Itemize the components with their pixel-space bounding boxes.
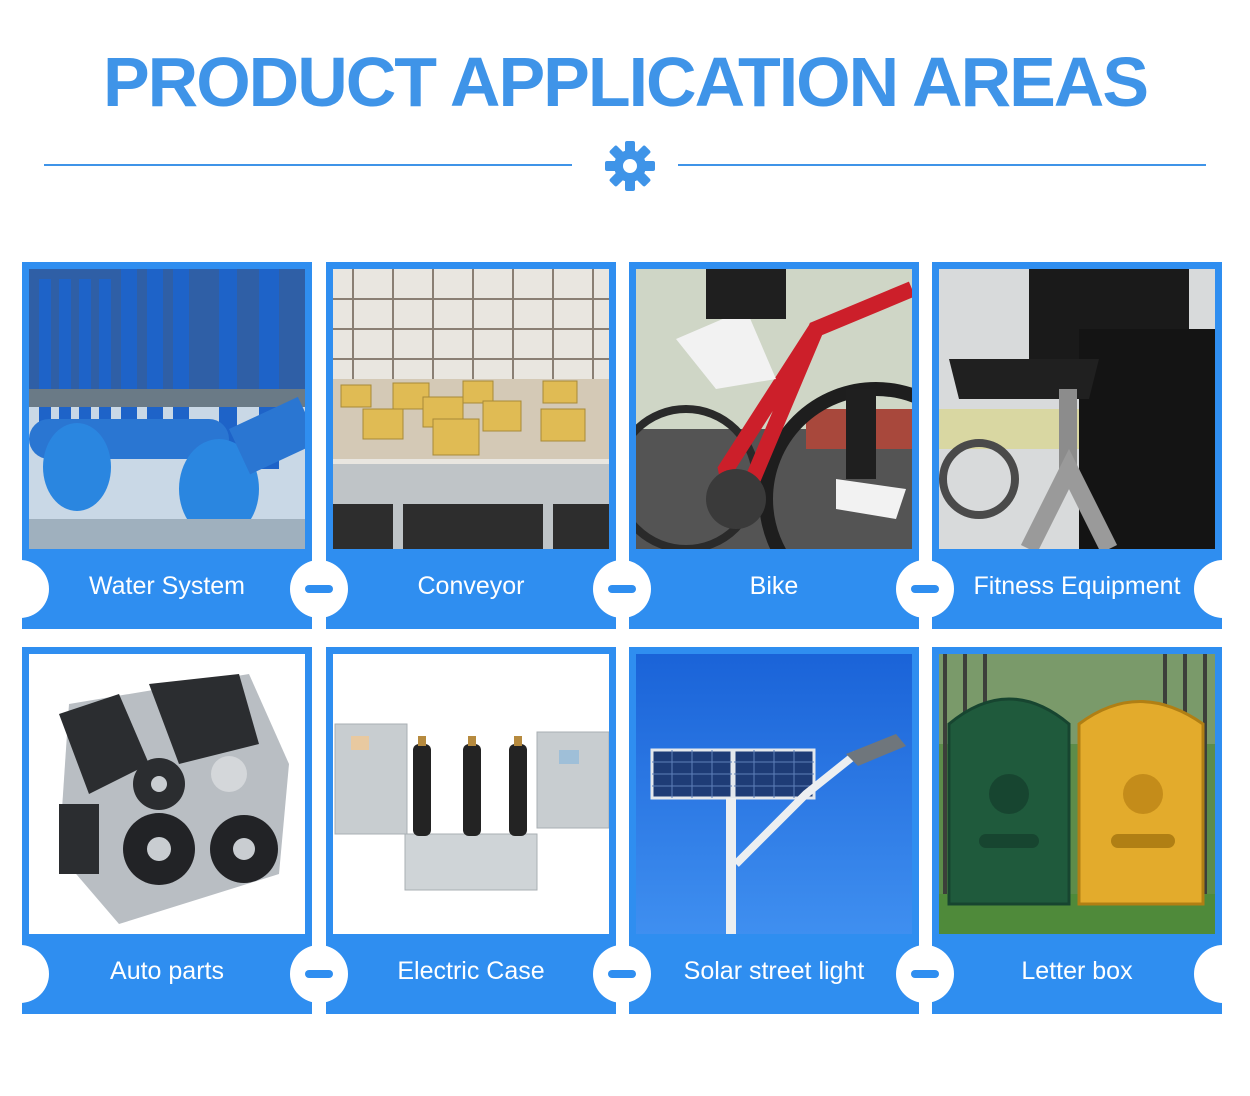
notch <box>1194 945 1250 1003</box>
card-auto-parts[interactable]: Auto parts <box>22 647 312 1014</box>
connector-notch <box>593 945 651 1003</box>
card-bike[interactable]: Bike <box>629 262 919 629</box>
gear-icon <box>605 141 655 191</box>
card-label: Electric Case <box>397 957 545 985</box>
notch <box>0 945 49 1003</box>
notch <box>0 560 49 618</box>
connector-notch <box>290 945 348 1003</box>
connector-dash <box>305 585 333 593</box>
card-label: Bike <box>749 572 799 600</box>
connector-dash <box>305 970 333 978</box>
card-fitness-equipment[interactable]: Fitness Equipment <box>932 262 1222 629</box>
card-conveyor[interactable]: Conveyor <box>326 262 616 629</box>
engine-photo <box>29 654 305 934</box>
card-label: Auto parts <box>110 957 224 985</box>
solar-street-light-photo <box>636 654 912 934</box>
connector-notch <box>896 945 954 1003</box>
card-label: Fitness Equipment <box>973 572 1181 600</box>
divider-left <box>44 164 572 166</box>
page-title: PRODUCT APPLICATION AREAS <box>102 43 1149 121</box>
card-letter-box[interactable]: Letter box <box>932 647 1222 1014</box>
fitness-equipment-photo <box>939 269 1215 549</box>
card-label: Conveyor <box>417 572 525 600</box>
water-pipes-photo <box>29 269 305 549</box>
divider-right <box>678 164 1206 166</box>
electric-case-photo <box>333 654 609 934</box>
connector-notch <box>593 560 651 618</box>
connector-dash <box>911 585 939 593</box>
card-solar-street-light[interactable]: Solar street light <box>629 647 919 1014</box>
connector-dash <box>911 970 939 978</box>
card-electric-case[interactable]: Electric Case <box>326 647 616 1014</box>
letter-box-photo <box>939 654 1215 934</box>
connector-dash <box>608 970 636 978</box>
card-label: Letter box <box>1021 957 1133 985</box>
card-water-system[interactable]: Water System <box>22 262 312 629</box>
connector-dash <box>608 585 636 593</box>
conveyor-photo <box>333 269 609 549</box>
card-label: Water System <box>88 572 246 600</box>
connector-notch <box>290 560 348 618</box>
bike-photo <box>636 269 912 549</box>
notch <box>1194 560 1250 618</box>
connector-notch <box>896 560 954 618</box>
card-label: Solar street light <box>683 957 865 985</box>
